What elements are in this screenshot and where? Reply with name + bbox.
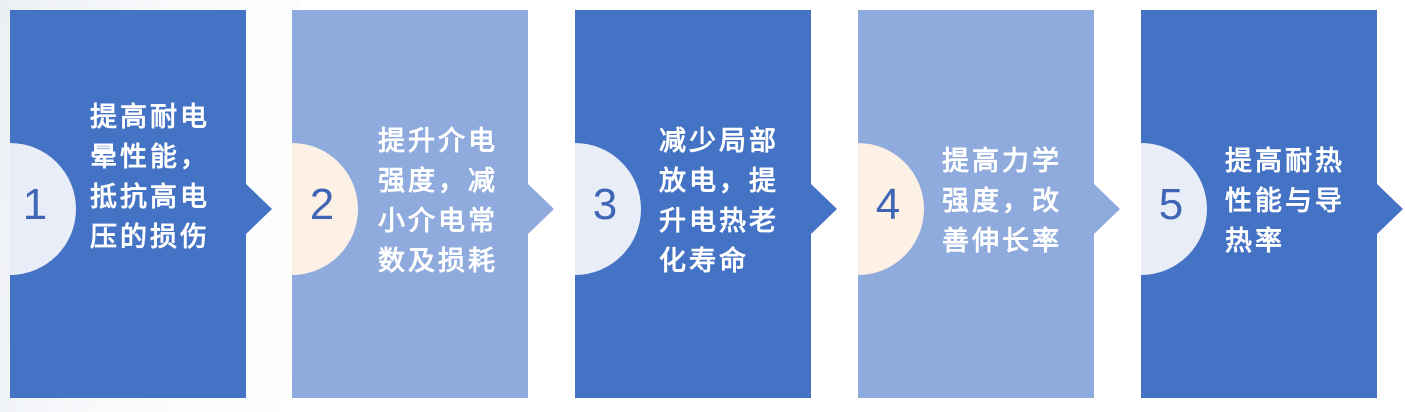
step-3-label: 减少局部 放电，提 升电热老 化寿命 <box>659 126 779 277</box>
step-5-arrow-block <box>1141 10 1403 398</box>
step-4: 4 提高力学 强度，改 善伸长率 <box>858 10 1120 398</box>
step-1-label: 提高耐电 晕性能， 抵抗高电 压的损伤 <box>90 102 210 253</box>
step-5-number: 5 <box>1158 180 1184 229</box>
step-1-number: 1 <box>22 180 48 229</box>
step-4-number: 4 <box>875 180 901 229</box>
step-4-label: 提高力学 强度，改 善伸长率 <box>942 146 1062 257</box>
step-3-arrow-block <box>575 10 837 398</box>
step-3: 3 减少局部 放电，提 升电热老 化寿命 <box>575 10 837 398</box>
step-2-arrow-block <box>292 10 554 398</box>
step-1-arrow-block <box>10 10 272 398</box>
step-2-label: 提升介电 强度，减 小介电常 数及损耗 <box>378 126 498 277</box>
step-5-label: 提高耐热 性能与导 热率 <box>1225 146 1345 257</box>
step-2-number: 2 <box>309 180 335 229</box>
step-5: 5 提高耐热 性能与导 热率 <box>1141 10 1403 398</box>
step-2: 2 提升介电 强度，减 小介电常 数及损耗 <box>292 10 554 398</box>
step-4-arrow-block <box>858 10 1120 398</box>
step-1: 1 提高耐电 晕性能， 抵抗高电 压的损伤 <box>10 10 272 398</box>
step-3-number: 3 <box>592 180 618 229</box>
